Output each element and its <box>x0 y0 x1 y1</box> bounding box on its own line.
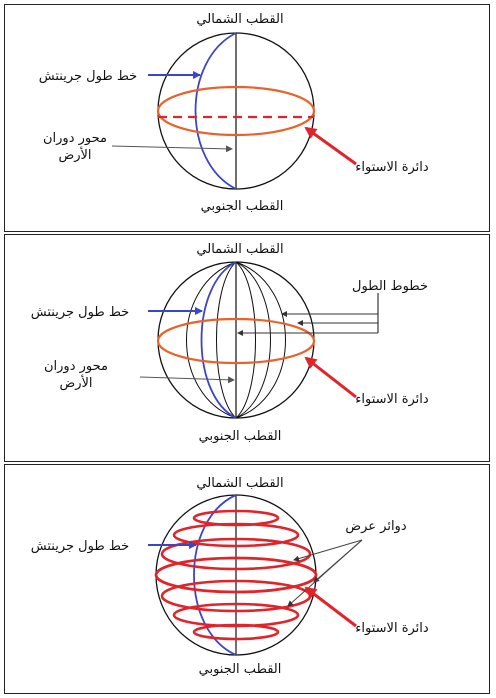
north-pole-label: القطب الشمالي <box>196 476 283 491</box>
south-pole-label: القطب الجنوبي <box>199 429 282 444</box>
equator-ellipse <box>156 85 316 137</box>
meridian-line <box>235 261 271 419</box>
greenwich-meridian <box>200 261 237 419</box>
latitude-circle <box>172 522 300 548</box>
north-pole-label: القطب الشمالي <box>196 12 283 27</box>
equator-ellipse <box>154 556 318 594</box>
meridian-line <box>235 261 256 419</box>
axis-label-line2: الأرض <box>58 146 91 163</box>
diagram-panel-1 <box>4 4 490 232</box>
latitudes-arrow <box>293 539 363 562</box>
latitude-circle <box>192 623 280 641</box>
equator-ellipse <box>156 317 316 365</box>
meridian-line <box>186 261 237 419</box>
axis-label-line2: الأرض <box>59 374 92 391</box>
south-pole-label: القطب الجنوبي <box>201 199 284 214</box>
greenwich-label: خط طول جرينتش <box>39 69 137 84</box>
longitudes-label: خطوط الطول <box>352 279 428 294</box>
equator-arrow <box>304 356 357 399</box>
axis-arrow <box>139 376 235 384</box>
greenwich-label: خط طول جرينتش <box>31 305 129 320</box>
panel-2-drawing: القطب الشمالي القطب الجنوبي خط طول جرينت… <box>31 242 429 444</box>
meridian-line <box>235 261 286 419</box>
equator-arrow <box>304 126 357 166</box>
axis-label-line1: محور دوران <box>44 359 108 374</box>
latitudes-label: دوائر عرض <box>345 519 406 534</box>
equator-label: دائرة الاستواء <box>355 621 429 636</box>
diagram-panel-3 <box>4 464 490 694</box>
latitudes-arrow <box>287 539 363 607</box>
equator-label: دائرة الاستواء <box>355 160 429 175</box>
greenwich-meridian <box>193 494 237 656</box>
north-pole-label: القطب الشمالي <box>196 242 283 257</box>
greenwich-meridian <box>194 32 237 190</box>
south-pole-label: القطب الجنوبي <box>199 662 282 677</box>
panel-3-drawing: القطب الشمالي القطب الجنوبي خط طول جرينت… <box>31 476 429 677</box>
panel-1-drawing: القطب الشمالي القطب الجنوبي خط طول جرينت… <box>39 12 429 214</box>
greenwich-label: خط طول جرينتش <box>31 539 129 554</box>
latitude-circle <box>160 537 312 571</box>
equator-label: دائرة الاستواء <box>355 392 429 407</box>
diagram-panel-2 <box>4 234 490 462</box>
axis-arrow <box>111 145 233 153</box>
axis-label-line1: محور دوران <box>43 131 107 146</box>
meridian-line <box>216 261 237 419</box>
equator-arrow <box>304 586 357 628</box>
